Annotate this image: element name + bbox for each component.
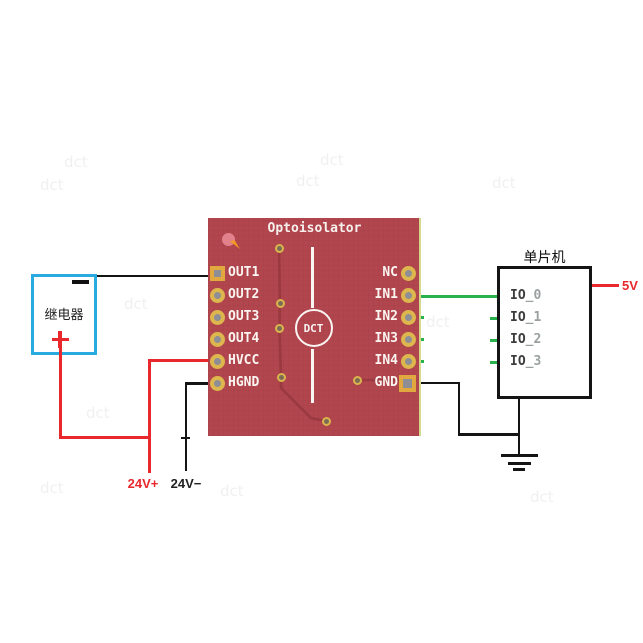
watermark: dct bbox=[86, 404, 110, 422]
wire-gnd-vertical bbox=[457, 381, 460, 436]
wire-stub-io1 bbox=[490, 316, 498, 320]
ground-symbol-icon bbox=[507, 461, 531, 465]
pin-label-out1: OUT1 bbox=[228, 265, 260, 280]
relay-plus-terminal-icon bbox=[58, 330, 62, 348]
mcu-box bbox=[497, 266, 592, 399]
wire-24v-minus-vertical bbox=[184, 382, 187, 471]
pad-out4 bbox=[209, 331, 225, 347]
wire-24v-plus-to-hvcc bbox=[149, 359, 210, 362]
watermark: dct bbox=[426, 313, 450, 331]
io3-suffix: _3 bbox=[525, 354, 542, 369]
pin-label-out3: OUT3 bbox=[228, 309, 260, 324]
wire-in1-to-io0 bbox=[415, 294, 497, 298]
wire-junction-tick bbox=[181, 436, 190, 439]
pin-label-in4: IN4 bbox=[374, 353, 398, 368]
io2-suffix: _2 bbox=[525, 332, 542, 347]
pin-label-out4: OUT4 bbox=[228, 331, 260, 346]
via bbox=[352, 375, 362, 385]
pad-gnd bbox=[399, 374, 416, 392]
ground-symbol-icon bbox=[513, 468, 525, 471]
pin-label-nc: NC bbox=[382, 265, 398, 280]
relay-label: 继电器 bbox=[44, 307, 84, 322]
wire-relay-to-out1 bbox=[97, 274, 211, 277]
led-glow-icon bbox=[230, 240, 240, 249]
io3-prefix: IO bbox=[510, 354, 526, 369]
pin-label-in1: IN1 bbox=[374, 287, 398, 302]
io2-prefix: IO bbox=[510, 332, 526, 347]
wire-relay-plus-down bbox=[58, 347, 62, 438]
io1-suffix: _1 bbox=[525, 310, 542, 325]
relay-box bbox=[31, 274, 97, 355]
via bbox=[274, 243, 284, 253]
mcu-pin-io0: IO_0 bbox=[510, 288, 541, 304]
wire-gnd-horizontal-1 bbox=[415, 381, 460, 384]
wire-gnd-horizontal-2 bbox=[457, 433, 520, 436]
pad-in3 bbox=[400, 331, 416, 347]
led-indicator-icon bbox=[222, 233, 235, 246]
ground-symbol-icon bbox=[500, 454, 538, 457]
watermark: dct bbox=[220, 482, 244, 500]
pad-in4 bbox=[400, 353, 416, 369]
pin-label-in2: IN2 bbox=[374, 309, 398, 324]
watermark: dct bbox=[320, 151, 344, 169]
pin-label-out2: OUT2 bbox=[228, 287, 260, 302]
silkscreen-line bbox=[311, 349, 314, 403]
watermark: dct bbox=[40, 479, 64, 497]
wire-5v bbox=[591, 284, 619, 287]
board-title: Optoisolator bbox=[267, 221, 362, 236]
mcu-pin-io3: IO_3 bbox=[510, 354, 541, 370]
pin-label-hgnd: HGND bbox=[228, 375, 260, 390]
via bbox=[275, 298, 285, 308]
label-24v-plus: 24V+ bbox=[127, 476, 159, 491]
via bbox=[321, 416, 331, 426]
pad-nc bbox=[400, 265, 416, 281]
pin-label-in3: IN3 bbox=[374, 331, 398, 346]
watermark: dct bbox=[124, 295, 148, 313]
watermark: dct bbox=[492, 174, 516, 192]
pad-out1 bbox=[209, 265, 225, 281]
watermark: dct bbox=[296, 172, 320, 190]
watermark: dct bbox=[530, 488, 554, 506]
dct-chip-marker: DCT bbox=[294, 309, 333, 347]
silkscreen-line bbox=[311, 247, 314, 308]
mcu-label: 单片机 bbox=[523, 249, 566, 265]
mcu-pin-io1: IO_1 bbox=[510, 310, 541, 326]
pad-out3 bbox=[209, 309, 225, 325]
wire-mcu-to-ground bbox=[517, 397, 520, 455]
via bbox=[275, 323, 284, 333]
wire-24v-minus-to-hgnd bbox=[185, 382, 210, 385]
wire-24v-plus-vertical bbox=[147, 359, 151, 473]
copper-traces bbox=[277, 247, 399, 423]
io0-prefix: IO bbox=[510, 288, 526, 303]
pad-hvcc bbox=[209, 353, 225, 369]
wire-stub-io2 bbox=[490, 339, 498, 342]
pin-label-hvcc: HVCC bbox=[228, 353, 260, 368]
io0-suffix: _0 bbox=[525, 288, 542, 303]
pad-out2 bbox=[209, 287, 225, 303]
relay-minus-terminal-icon bbox=[72, 280, 89, 284]
wire-stub-io3 bbox=[490, 361, 498, 364]
io1-prefix: IO bbox=[510, 310, 526, 325]
via bbox=[276, 372, 286, 382]
mcu-pin-io2: IO_2 bbox=[510, 332, 541, 348]
watermark: dct bbox=[40, 176, 64, 194]
label-5v: 5V bbox=[622, 278, 638, 293]
label-24v-minus: 24V− bbox=[170, 476, 202, 491]
pad-in1 bbox=[400, 287, 416, 303]
wire-relay-plus-horizontal bbox=[58, 436, 151, 439]
pad-hgnd bbox=[209, 375, 225, 391]
pin-label-gnd: GND bbox=[374, 375, 398, 390]
watermark: dct bbox=[64, 153, 88, 171]
pad-in2 bbox=[400, 309, 416, 325]
